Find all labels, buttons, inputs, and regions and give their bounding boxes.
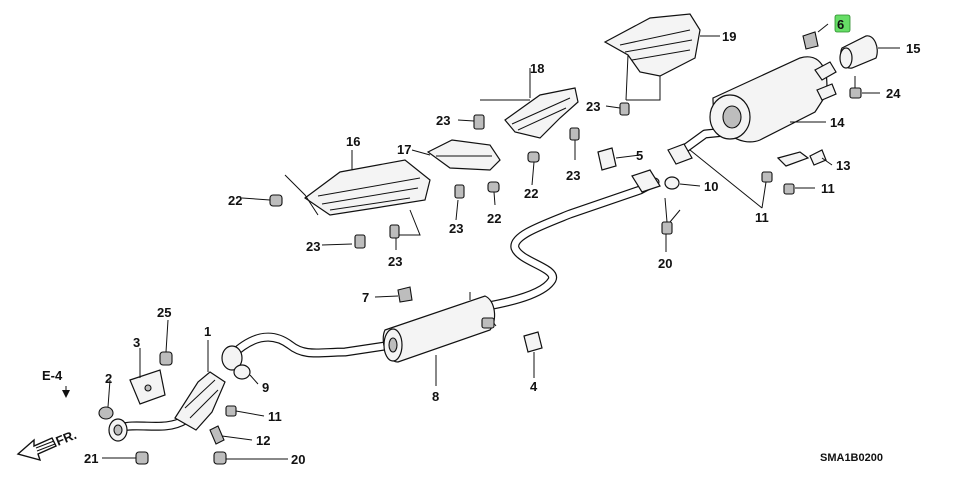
callout-14[interactable]: 14 [830,115,845,130]
callout-23-c[interactable]: 23 [566,168,580,183]
heat-shield-17 [426,139,501,171]
callout-23-d[interactable]: 23 [449,221,463,236]
callout-12[interactable]: 12 [256,433,270,448]
callout-1[interactable]: 1 [204,324,211,339]
front-marker-label: FR. [54,427,79,449]
callout-23-b[interactable]: 23 [586,99,600,114]
callout-15[interactable]: 15 [906,41,920,56]
bracket-3 [129,369,166,405]
exhaust-pipe-assembly [113,125,750,433]
callout-18[interactable]: 18 [530,61,544,76]
callout-5[interactable]: 5 [636,148,643,163]
callout-labels: 6 15 24 19 14 5 10 13 11 11 18 17 16 23 … [42,14,920,467]
center-muffler [382,292,497,363]
callout-16[interactable]: 16 [346,134,360,149]
callout-20-lower[interactable]: 20 [291,452,305,467]
callout-23-e[interactable]: 23 [306,239,320,254]
section-ref-label[interactable]: E-4 [42,368,63,383]
callout-13[interactable]: 13 [836,158,850,173]
heat-shield-18 [480,68,579,139]
callout-25[interactable]: 25 [157,305,171,320]
callout-6[interactable]: 6 [837,17,844,32]
callout-22-c[interactable]: 22 [487,211,501,226]
front-direction-arrow [16,437,57,462]
callout-21[interactable]: 21 [84,451,98,466]
highlight-box-6 [834,14,851,33]
callout-20-upper[interactable]: 20 [658,256,672,271]
callout-11-mid[interactable]: 11 [755,210,769,225]
callout-24[interactable]: 24 [886,86,901,101]
callout-9[interactable]: 9 [262,380,269,395]
exhaust-manifold-converter [108,345,243,442]
callout-19[interactable]: 19 [722,29,736,44]
callout-7[interactable]: 7 [362,290,369,305]
callout-2[interactable]: 2 [105,371,112,386]
diagram-code: SMA1B0200 [820,452,883,464]
callout-10[interactable]: 10 [704,179,718,194]
callout-8[interactable]: 8 [432,389,439,404]
rear-heat-shield [603,13,701,101]
callout-3[interactable]: 3 [133,335,140,350]
callout-23-f[interactable]: 23 [388,254,402,269]
callout-22-b[interactable]: 22 [524,186,538,201]
callout-17[interactable]: 17 [397,142,411,157]
callout-4[interactable]: 4 [530,379,538,394]
callout-23-a[interactable]: 23 [436,113,450,128]
callout-11-lower[interactable]: 11 [268,409,282,424]
leader-lines [65,23,900,460]
section-ref-arrow [62,390,70,398]
callout-22-a[interactable]: 22 [228,193,242,208]
rear-silencer [709,56,837,143]
callout-11-upper[interactable]: 11 [821,181,835,196]
heat-shield-16 [284,159,431,236]
hardware-parts [98,31,878,465]
